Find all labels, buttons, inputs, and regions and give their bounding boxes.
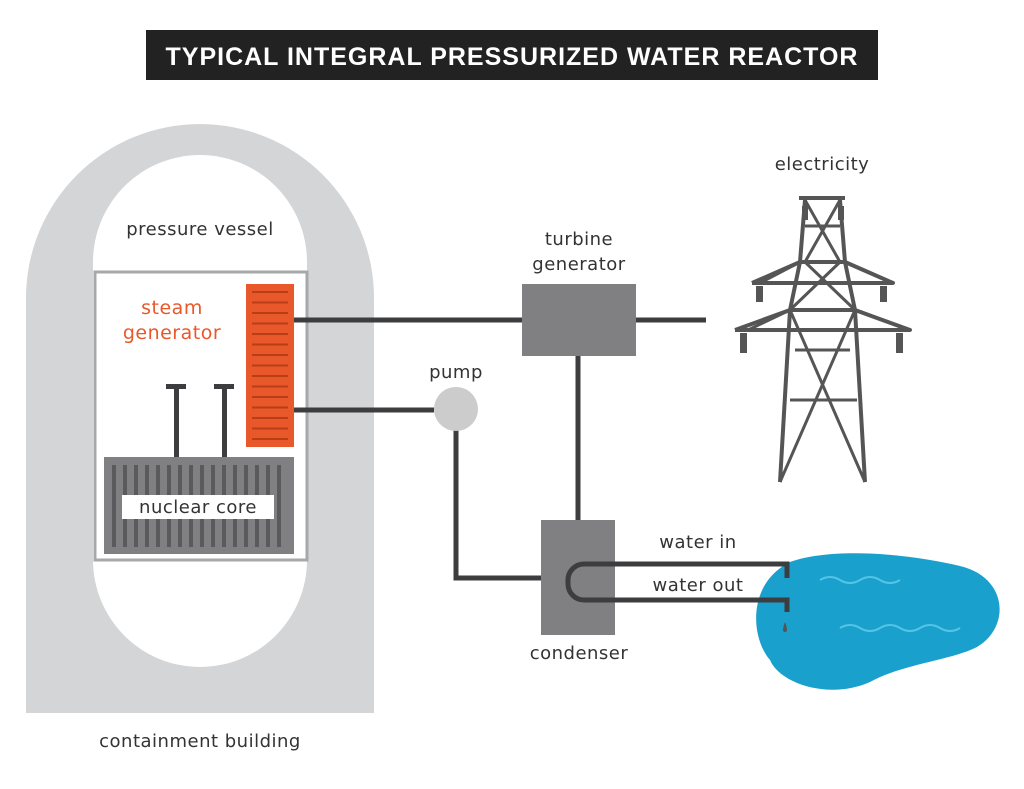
electricity-label: electricity — [775, 154, 870, 175]
pump — [434, 387, 478, 431]
nuclear-core: nuclear core — [104, 457, 294, 554]
vessel-frame — [93, 270, 309, 562]
steam-generator — [246, 284, 294, 447]
water-drop — [783, 622, 787, 632]
core-rod — [112, 465, 116, 547]
diagram-title: TYPICAL INTEGRAL PRESSURIZED WATER REACT… — [166, 43, 859, 71]
cooling-loop — [565, 561, 790, 612]
steam-generator-tubes — [252, 291, 288, 440]
water-in-label: water in — [659, 532, 736, 553]
turbine-generator — [522, 284, 636, 356]
pressure-vessel-label: pressure vessel — [126, 219, 274, 240]
tower-insulators — [740, 206, 903, 353]
title-banner: TYPICAL INTEGRAL PRESSURIZED WATER REACT… — [146, 30, 878, 80]
condenser — [541, 520, 615, 635]
control-rods — [166, 384, 234, 457]
pump-label: pump — [429, 362, 483, 383]
containment-building-label: containment building — [99, 731, 301, 752]
nuclear-core-label: nuclear core — [139, 497, 257, 518]
water-out-label: water out — [653, 575, 744, 596]
steam-generator-label-line2: generator — [123, 322, 221, 344]
turbine-generator-label-line1: turbine — [545, 229, 613, 250]
steam-generator-label-line1: steam — [141, 297, 203, 319]
condenser-label: condenser — [530, 643, 629, 664]
core-rod — [277, 465, 281, 547]
pipes — [294, 317, 706, 581]
transmission-tower-icon — [734, 196, 912, 483]
turbine-generator-label-line2: generator — [532, 254, 625, 275]
containment-building — [26, 124, 374, 713]
water-pond-icon — [756, 553, 1000, 690]
